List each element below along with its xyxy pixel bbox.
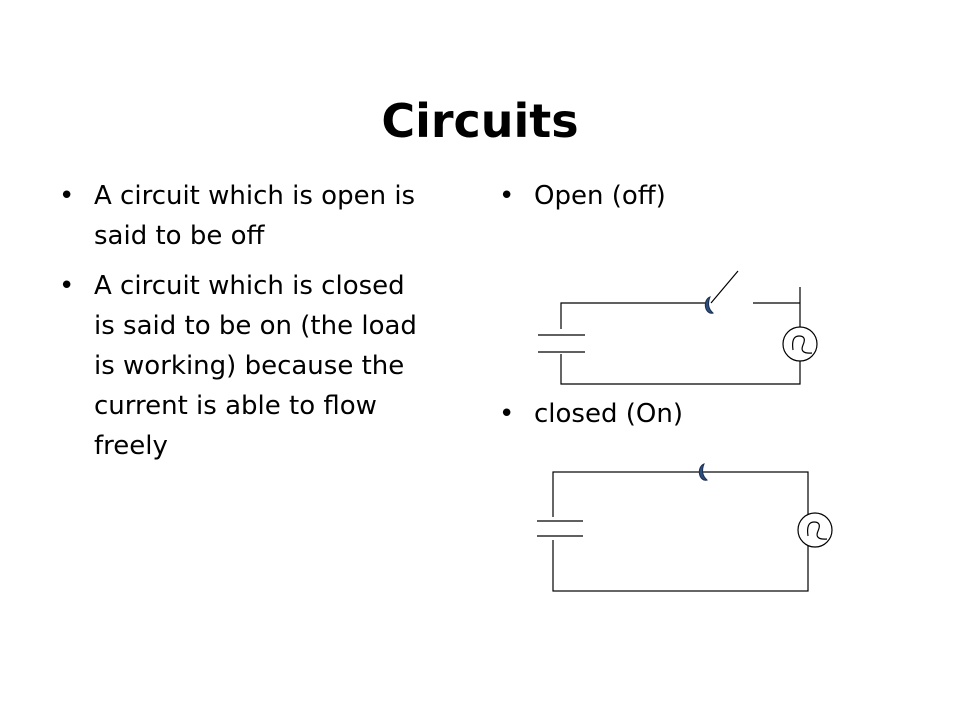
list-item-closed: • closed (On) bbox=[499, 394, 683, 434]
bullet-text: A circuit which is closed is said to be … bbox=[94, 271, 417, 461]
left-bullet-list: • A circuit which is open is said to be … bbox=[59, 176, 429, 476]
bullet-icon: • bbox=[499, 181, 515, 211]
battery-icon bbox=[537, 517, 583, 540]
closed-circuit-wires bbox=[552, 471, 809, 592]
bullet-icon: • bbox=[59, 271, 75, 301]
bulb-icon bbox=[797, 512, 833, 548]
list-item: • A circuit which is open is said to be … bbox=[59, 176, 429, 256]
bullet-icon: • bbox=[499, 399, 515, 429]
list-item-open: • Open (off) bbox=[499, 176, 666, 216]
switch-icon bbox=[698, 463, 708, 481]
battery-icon bbox=[538, 329, 585, 354]
bulb-icon bbox=[782, 326, 818, 362]
list-item: • A circuit which is closed is said to b… bbox=[59, 266, 429, 466]
switch-contact-icon bbox=[698, 463, 708, 481]
switch-icon bbox=[704, 270, 739, 314]
bullet-text: Open (off) bbox=[534, 181, 666, 211]
page-title: Circuits bbox=[381, 93, 579, 148]
bullet-text: closed (On) bbox=[534, 399, 683, 429]
bullet-text: A circuit which is open is said to be of… bbox=[94, 181, 416, 251]
bullet-icon: • bbox=[59, 181, 75, 211]
switch-contact-icon bbox=[704, 296, 714, 314]
wire-loop bbox=[552, 471, 809, 592]
